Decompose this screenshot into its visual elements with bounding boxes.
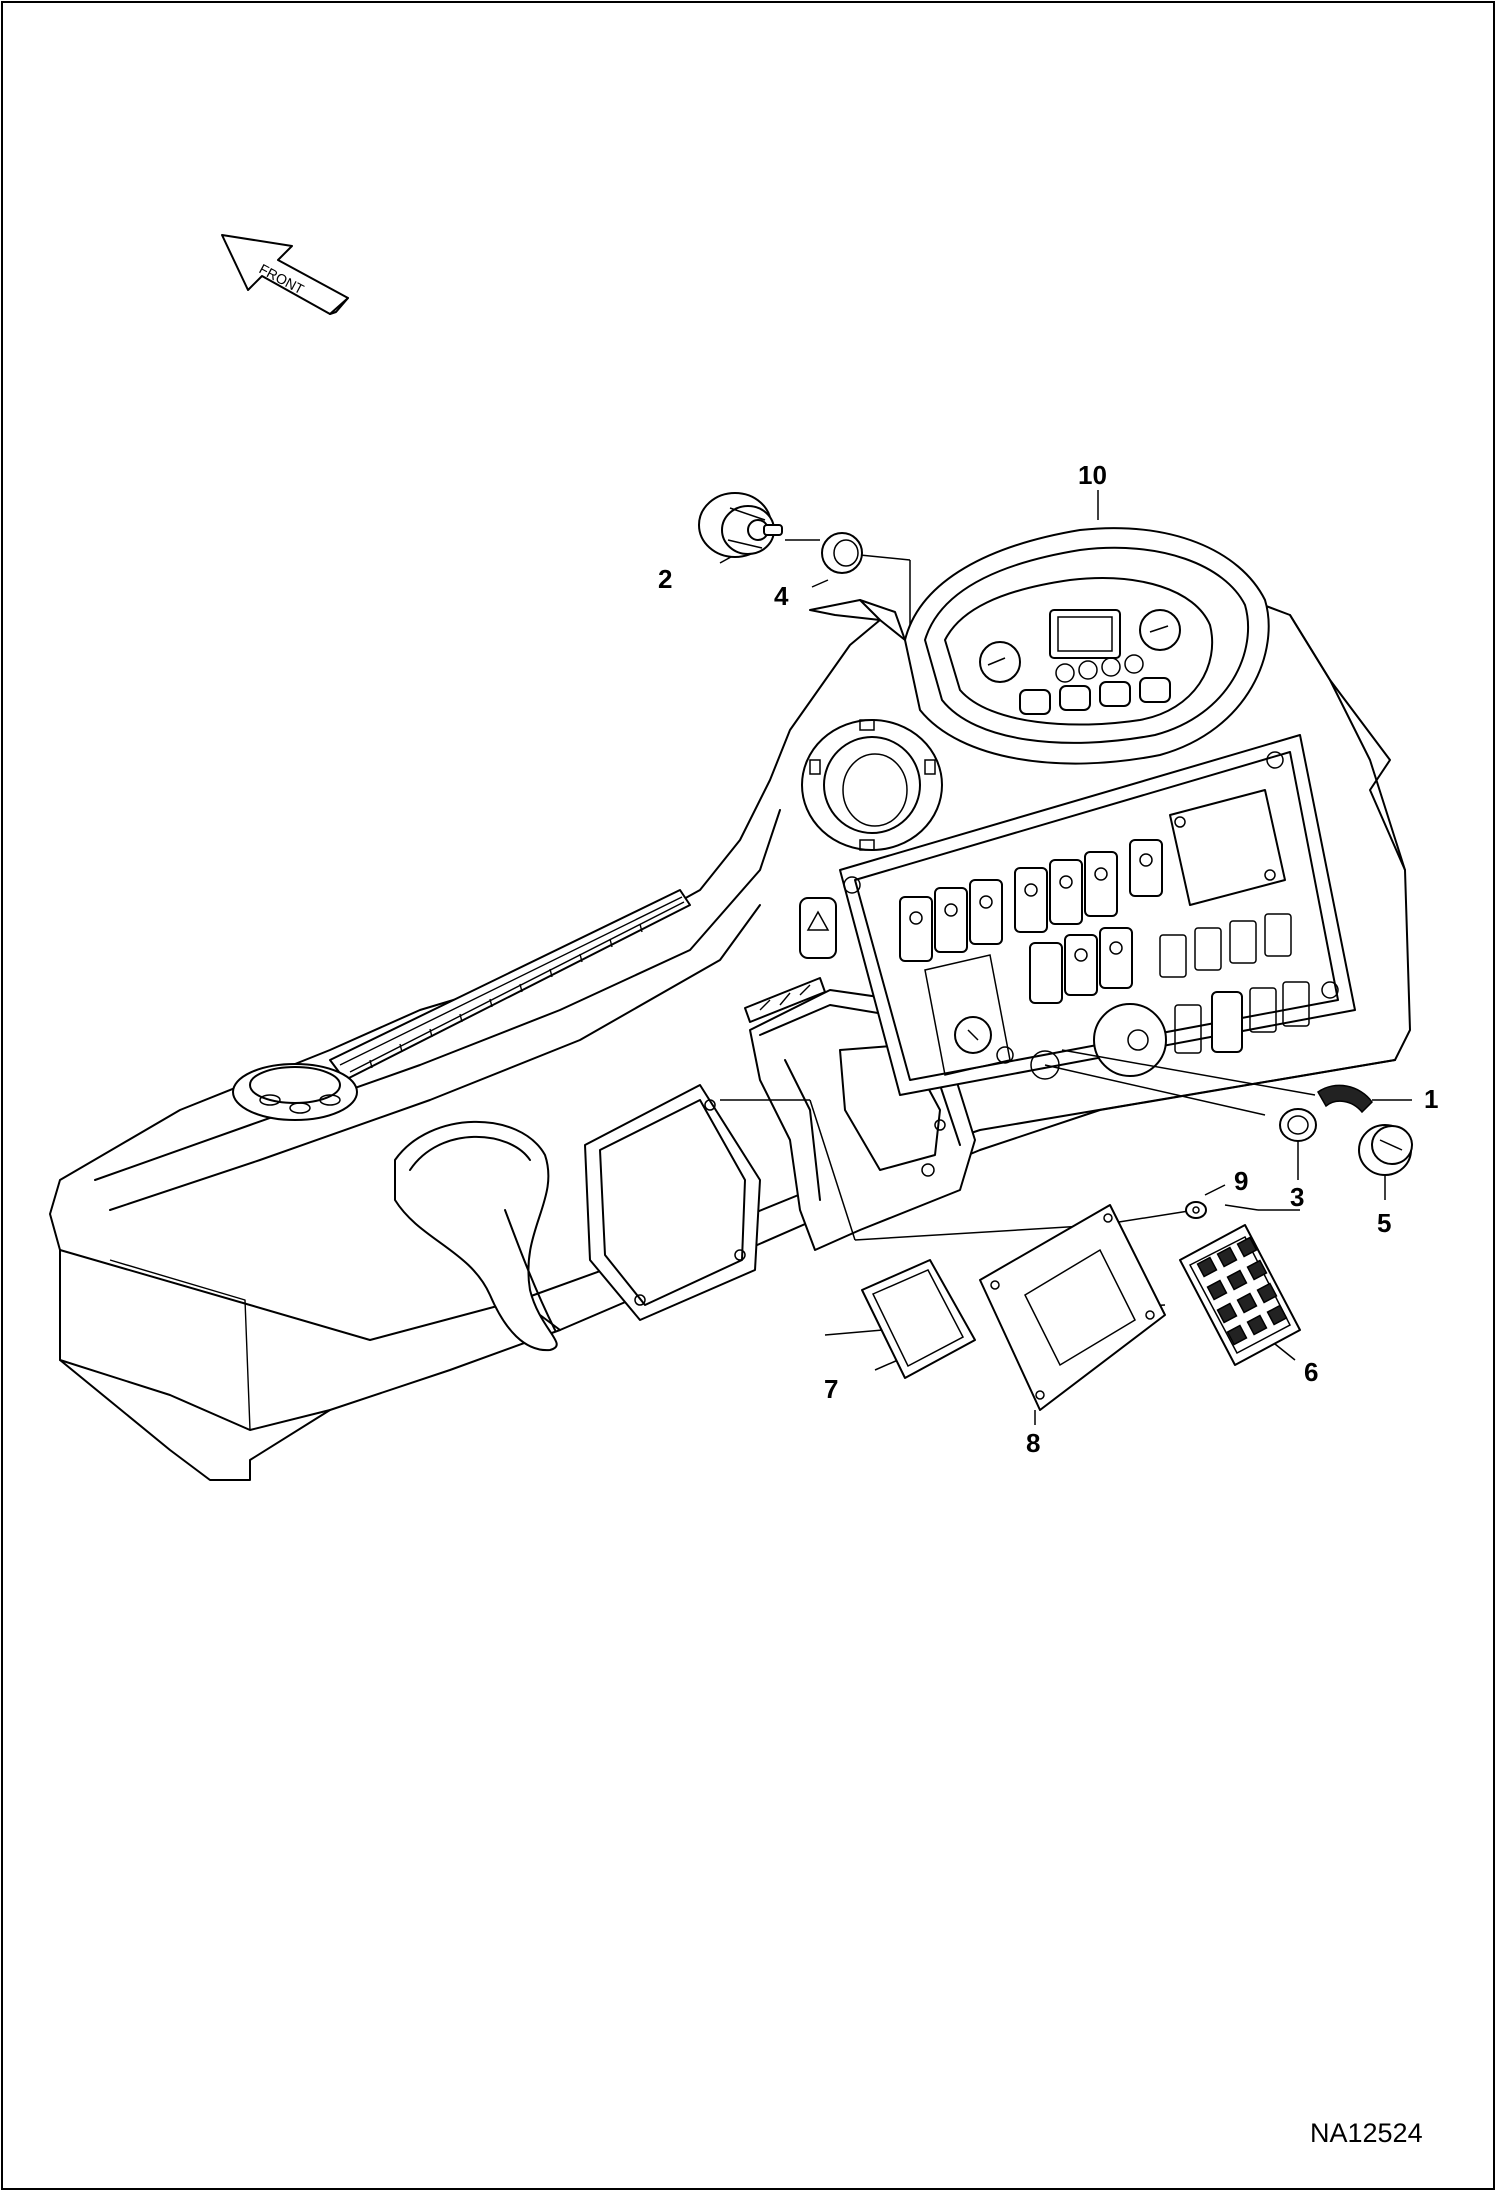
part-2-knob <box>698 492 783 558</box>
switch-panel <box>839 734 1356 1096</box>
instrument-cluster <box>904 527 1270 765</box>
dash-vent-grille <box>329 889 691 1081</box>
part-4-bushing <box>821 532 863 574</box>
armrest-console <box>749 989 976 1251</box>
callout-8: 8 <box>1026 1428 1040 1458</box>
callout-6: 6 <box>1304 1357 1318 1387</box>
left-panel-opening <box>584 1084 761 1321</box>
front-arrow-icon: FRONT <box>221 234 349 315</box>
callout-7: 7 <box>824 1374 838 1404</box>
part-7-gasket <box>861 1259 976 1379</box>
callout-labels: 1 2 3 4 5 6 7 8 9 10 <box>658 460 1438 1458</box>
callout-9: 9 <box>1234 1166 1248 1196</box>
part-9-screw <box>1185 1201 1207 1219</box>
cup-holder <box>801 719 943 851</box>
hazard-switch <box>799 897 837 959</box>
part-5-knob <box>1358 1124 1413 1176</box>
part-8-mounting-plate <box>979 1204 1166 1411</box>
accessory-knob <box>232 1063 358 1121</box>
callout-3: 3 <box>1290 1182 1304 1212</box>
callout-10: 10 <box>1078 460 1107 490</box>
part-1-trim <box>1317 1084 1373 1114</box>
callout-4: 4 <box>774 581 789 611</box>
symbol-decal <box>744 977 826 1023</box>
callout-5: 5 <box>1377 1208 1391 1238</box>
callout-1: 1 <box>1424 1084 1438 1114</box>
control-boot <box>394 1120 558 1352</box>
part-6-keypad <box>1179 1224 1301 1366</box>
figure-id-label: NA12524 <box>1310 2118 1423 2148</box>
part-3-grommet <box>1279 1108 1317 1142</box>
callout-2: 2 <box>658 564 672 594</box>
